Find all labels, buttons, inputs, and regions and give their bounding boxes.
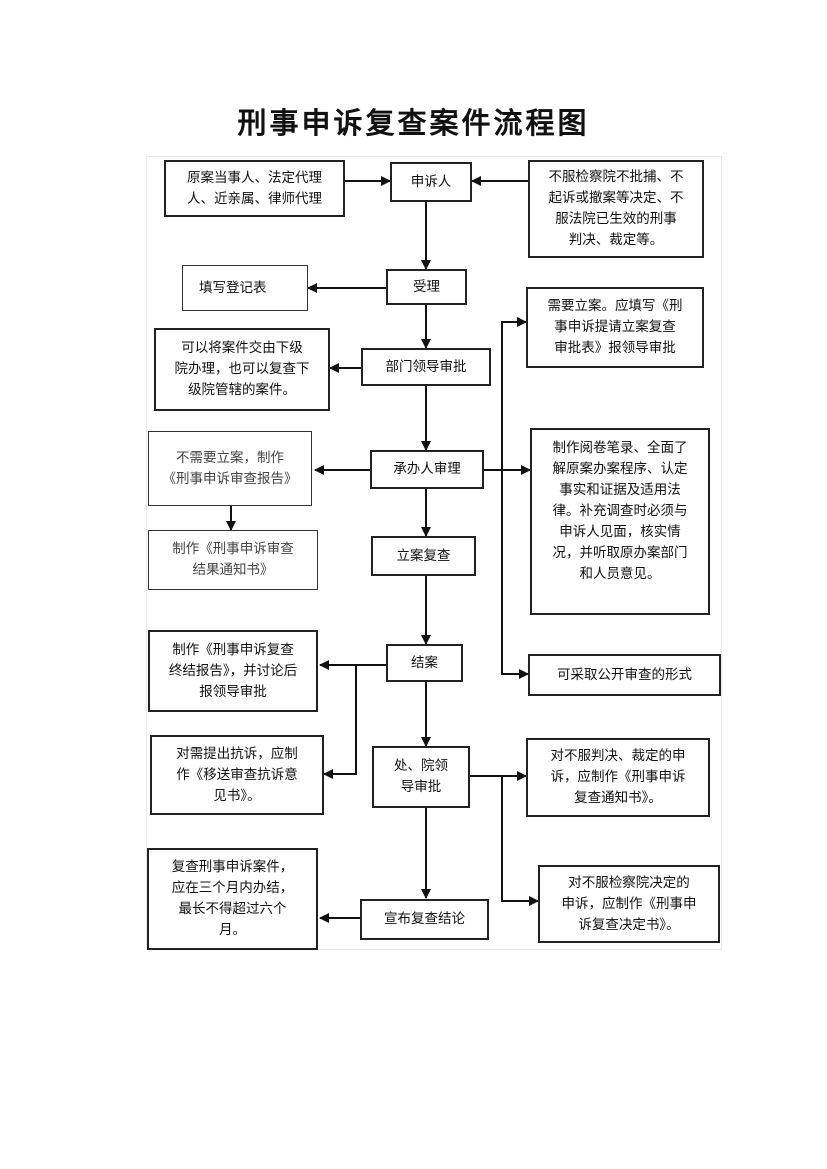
node-result-notice: 制作《刑事申诉审查 结果通知书》 [148,530,318,590]
node-no-filing-report: 不需要立案，制作 《刑事申诉审查报告》 [148,431,312,506]
node-final-report: 制作《刑事申诉复查 终结报告》，并讨论后 报领导审批 [148,630,318,712]
node-accept: 受理 [386,269,467,305]
node-delegate-lower: 可以将案件交由下级 院办理，也可以复查下 级院管辖的案件。 [154,328,330,411]
node-applicant-sources: 原案当事人、法定代理 人、近亲属、律师代理 [164,160,345,217]
node-time-limit: 复查刑事申诉案件， 应在三个月内办结， 最长不得超过六个 月。 [147,848,318,950]
node-handler-review: 承办人审理 [370,450,484,489]
node-register-form: 填写登记表 [182,265,308,311]
branch-right-line [501,321,528,675]
node-dept-approval: 部门领导审批 [361,348,491,386]
diagram-frame [146,156,722,950]
node-announce: 宣布复查结论 [360,899,489,940]
node-protest-opinion: 对需提出抗诉，应制 作《移送审查抗诉意 见书》。 [150,735,324,815]
page-title: 刑事申诉复查案件流程图 [237,106,590,140]
node-applicant: 申诉人 [390,162,472,202]
node-review-decision: 对不服检察院决定的 申诉，应制作《刑事申 诉复查决定书》。 [538,865,720,943]
node-filing-review: 立案复查 [371,536,476,576]
node-office-approval: 处、院领 导审批 [372,746,470,808]
node-public-review: 可采取公开审查的形式 [528,654,721,696]
node-dissatisfied-decisions: 不服检察院不批捕、不 起诉或撤案等决定、不 服法院已生效的刑事 判决、裁定等。 [528,160,704,258]
node-review-notice: 对不服判决、裁定的申 诉，应制作《刑事申诉 复查通知书》。 [526,738,710,817]
node-need-filing: 需要立案。应填写《刑 事申诉提请立案复查 审批表》报领导审批 [526,287,704,368]
node-close-case: 结案 [386,644,463,682]
node-review-notes: 制作阅卷笔录、全面了 解原案办案程序、认定 事实和证据及适用法 律。补充调查时必… [530,428,710,615]
branch-close-protest [324,665,357,775]
